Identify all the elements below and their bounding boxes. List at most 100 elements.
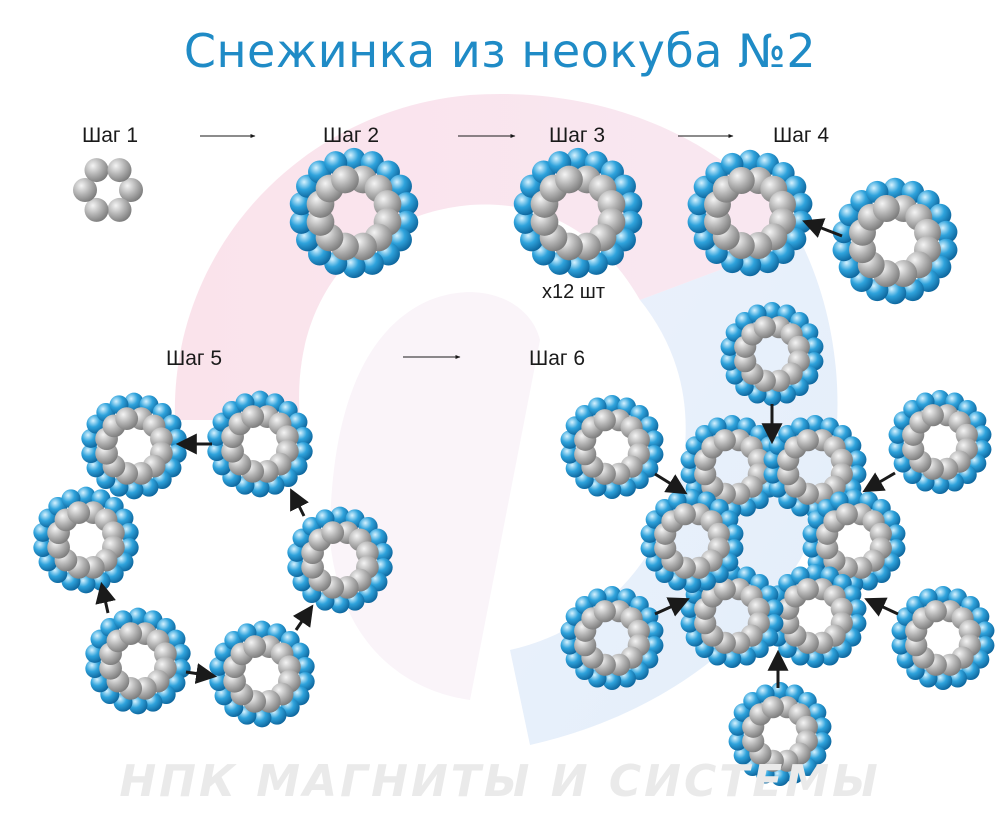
blue-ball — [770, 681, 790, 701]
gray-ball — [761, 696, 784, 719]
step-4-label: Шаг 4 — [773, 124, 830, 147]
blue-ball — [724, 524, 744, 543]
blue-ball — [768, 479, 788, 498]
blue-ball — [763, 465, 783, 484]
blue-ball — [804, 337, 824, 356]
step6-petal-top — [720, 301, 824, 407]
blue-ball — [287, 542, 307, 562]
blue-ball — [602, 480, 622, 500]
blue-ball — [612, 174, 636, 198]
blue-ball — [886, 524, 906, 543]
blue-ball — [560, 445, 580, 464]
blue-ball — [759, 585, 779, 604]
blue-ball — [76, 486, 96, 506]
blue-ball — [844, 488, 864, 508]
blue-ball — [81, 444, 101, 464]
gray-ball — [593, 600, 616, 623]
step6-ring-bottom-right — [763, 563, 867, 669]
gray-ball — [107, 197, 132, 222]
blue-ball — [888, 440, 908, 459]
blue-ball — [719, 510, 739, 529]
blue-ball — [128, 607, 148, 627]
blue-ball — [886, 539, 906, 558]
blue-ball — [812, 717, 832, 736]
blue-ball — [124, 480, 144, 500]
gray-ball — [107, 158, 132, 183]
blue-ball — [162, 414, 182, 434]
blue-ball — [682, 574, 702, 594]
blue-ball — [373, 542, 393, 562]
blue-ball — [805, 414, 825, 434]
blue-ball — [128, 695, 148, 715]
blue-ball — [644, 621, 664, 640]
blue-ball — [560, 621, 580, 640]
blue-ball — [799, 323, 819, 342]
blue-ball — [252, 708, 272, 728]
blue-ball — [295, 672, 315, 692]
step5-flower-top-left — [81, 392, 187, 500]
blue-ball — [970, 607, 990, 626]
step5-flower-top-right — [207, 390, 313, 498]
step-3-label: Шаг 3 — [549, 124, 606, 147]
blue-ball — [842, 585, 862, 604]
blue-ball — [789, 192, 813, 216]
blue-ball — [252, 620, 272, 640]
blue-ball — [891, 621, 911, 640]
blue-ball — [783, 175, 807, 199]
blue-ball — [395, 210, 419, 234]
blue-ball — [290, 642, 310, 662]
blue-ball — [805, 563, 825, 583]
blue-ball — [802, 524, 822, 543]
step-arrows — [200, 134, 734, 359]
blue-ball — [728, 732, 748, 751]
blue-ball — [720, 337, 740, 356]
blue-ball — [287, 558, 307, 578]
blue-ball — [933, 671, 953, 691]
gray-ball — [921, 404, 944, 427]
blue-ball — [893, 454, 913, 473]
count-label: x12 шт — [542, 281, 606, 303]
gray-ball — [713, 578, 736, 601]
arrow-step6-lower-left — [654, 597, 690, 617]
gray-ball — [115, 407, 139, 430]
blue-ball — [33, 538, 53, 558]
blue-ball — [166, 629, 186, 649]
gray-ball — [872, 195, 900, 222]
blue-ball — [566, 147, 590, 171]
blue-ball — [832, 220, 856, 244]
blue-ball — [930, 389, 950, 409]
blue-ball — [967, 411, 987, 430]
blue-ball — [288, 412, 308, 432]
step-1-label: Шаг 1 — [82, 124, 139, 147]
gray-ball — [796, 429, 819, 452]
blue-ball — [373, 558, 393, 578]
blue-ball — [85, 659, 105, 679]
blue-ball — [250, 478, 270, 498]
gray-ball — [924, 600, 947, 623]
blue-ball — [292, 572, 312, 592]
gray-ball — [713, 429, 736, 452]
step6-petal-lower-left — [560, 585, 664, 691]
blue-ball — [644, 430, 664, 449]
blue-ball — [296, 228, 320, 252]
step4-flower-a — [687, 149, 813, 277]
arrow-step4-join — [802, 218, 843, 238]
blue-ball — [972, 425, 992, 444]
step6-petal-lower-right — [891, 585, 995, 691]
gray-ball — [673, 503, 696, 526]
blue-ball — [640, 539, 660, 558]
blue-ball — [619, 210, 643, 234]
step6-ring-right — [802, 488, 906, 594]
blue-ball — [722, 649, 742, 669]
blue-ball — [722, 414, 742, 434]
step1-six-ring — [73, 158, 143, 222]
blue-ball — [212, 456, 232, 476]
arrow-step5-d — [292, 604, 314, 631]
blue-ball — [293, 426, 313, 446]
blue-ball — [975, 621, 995, 640]
step6-petal-upper-left — [560, 394, 664, 500]
blue-ball — [119, 538, 139, 558]
blue-ball — [738, 253, 762, 277]
blue-ball — [395, 192, 419, 216]
blue-ball — [838, 255, 862, 279]
